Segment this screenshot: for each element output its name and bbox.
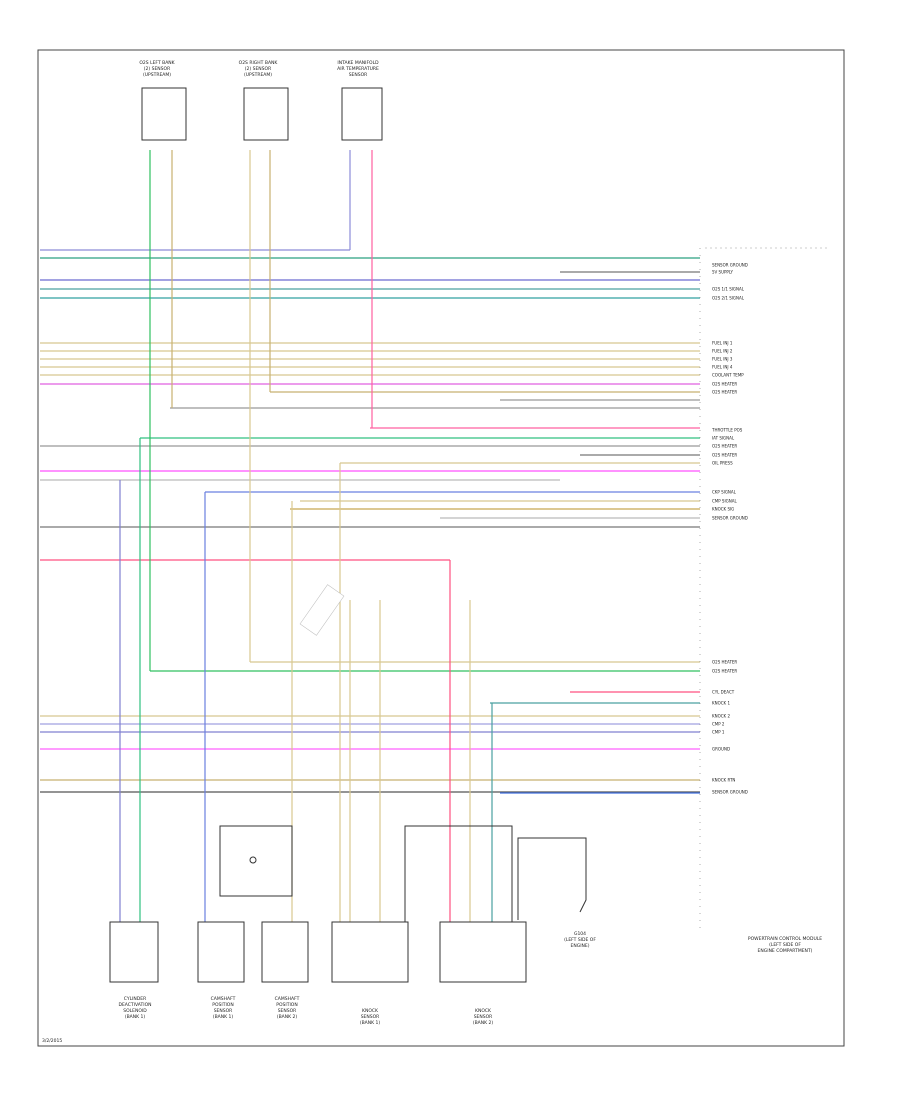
pcm-pin-label: CMP 2 xyxy=(712,722,725,727)
pcm-pin-label: O2S HEATER xyxy=(712,444,737,449)
svg-text:SOLENOID: SOLENOID xyxy=(123,1008,147,1014)
component-iat-sensor: INTAKE MANIFOLD AIR TEMPERATURE SENSOR xyxy=(337,60,383,141)
pcm-pin-label: KNOCK 2 xyxy=(712,714,730,719)
svg-text:(2) SENSOR: (2) SENSOR xyxy=(144,66,170,72)
svg-text:INTAKE MANIFOLD: INTAKE MANIFOLD xyxy=(337,60,379,66)
pcm-pin-label: IAT SIGNAL xyxy=(712,436,735,441)
svg-text:CAMSHAFT: CAMSHAFT xyxy=(275,996,300,1002)
pcm-pin-label: SENSOR GROUND xyxy=(712,516,748,521)
svg-text:SENSOR: SENSOR xyxy=(349,72,368,78)
pcm-pin-label: THROTTLE POS xyxy=(711,428,743,433)
pcm-pin-label: SENSOR GROUND xyxy=(712,790,748,795)
pcm-pin-label: 5V SUPPLY xyxy=(712,270,734,275)
component-o2s-right: O2S RIGHT BANK (2) SENSOR (UPSTREAM) xyxy=(239,60,289,141)
pcm-pin-label: FUEL INJ 4 xyxy=(712,365,733,370)
pcm-pin-label: O2S HEATER xyxy=(712,669,737,674)
component-cmp-bank2: CAMSHAFT POSITION SENSOR (BANK 2) xyxy=(261,921,309,1020)
pcm-pin-label: O2S HEATER xyxy=(712,390,737,395)
svg-text:POSITION: POSITION xyxy=(276,1002,297,1008)
svg-text:ENGINE COMPARTMENT): ENGINE COMPARTMENT) xyxy=(758,948,813,954)
pcm-pin-label: O2S 1/1 SIGNAL xyxy=(712,287,745,292)
pcm-pin-label: O2S HEATER xyxy=(712,382,737,387)
svg-text:SENSOR: SENSOR xyxy=(214,1008,233,1014)
pcm-pin-label: KNOCK 1 xyxy=(712,701,730,706)
svg-text:(LEFT SIDE OF: (LEFT SIDE OF xyxy=(769,942,801,948)
svg-text:(BANK 1): (BANK 1) xyxy=(125,1014,146,1020)
svg-text:(UPSTREAM): (UPSTREAM) xyxy=(143,72,171,78)
svg-text:SENSOR: SENSOR xyxy=(278,1008,297,1014)
pcm-pin-label: O2S HEATER xyxy=(712,453,737,458)
pcm-pin-label: FUEL INJ 1 xyxy=(712,341,733,346)
pcm-pin-label: OIL PRESS xyxy=(712,461,733,466)
svg-text:DEACTIVATION: DEACTIVATION xyxy=(118,1002,151,1008)
svg-text:POSITION: POSITION xyxy=(212,1002,233,1008)
svg-text:SENSOR: SENSOR xyxy=(361,1014,380,1020)
pcm-pin-label: SENSOR GROUND xyxy=(712,263,748,268)
svg-text:(UPSTREAM): (UPSTREAM) xyxy=(244,72,272,78)
svg-text:O2S LEFT BANK: O2S LEFT BANK xyxy=(139,60,175,66)
pcm-pin-label: KNOCK SIG xyxy=(712,507,734,512)
pcm-pin-label: COOLANT TEMP xyxy=(712,373,744,378)
svg-text:(BANK 2): (BANK 2) xyxy=(277,1014,298,1020)
pcm-connector xyxy=(699,247,830,930)
pcm-pin-label: FUEL INJ 3 xyxy=(712,357,733,362)
svg-text:CYLINDER: CYLINDER xyxy=(124,996,146,1002)
svg-text:CAMSHAFT: CAMSHAFT xyxy=(211,996,236,1002)
pcm-pin-label: GROUND xyxy=(712,747,730,752)
component-wires xyxy=(119,150,493,922)
svg-text:KNOCK: KNOCK xyxy=(475,1008,492,1014)
svg-text:(2) SENSOR: (2) SENSOR xyxy=(245,66,271,72)
pcm-pin-label: CMP SIGNAL xyxy=(712,499,737,504)
pcm-pin-label: CYL DEACT xyxy=(712,690,735,695)
diagram-frame xyxy=(37,49,845,1047)
component-ground: G104 (LEFT SIDE OF ENGINE) xyxy=(564,931,596,949)
pcm-pin-label: CKP SIGNAL xyxy=(712,490,737,495)
svg-text:ENGINE): ENGINE) xyxy=(571,943,590,949)
harness-wires xyxy=(40,249,700,794)
svg-text:(BANK 1): (BANK 1) xyxy=(213,1014,234,1020)
svg-text:AIR TEMPERATURE: AIR TEMPERATURE xyxy=(337,66,379,72)
pcm-pin-label: FUEL INJ 2 xyxy=(712,349,733,354)
pcm-pin-label: KNOCK RTN xyxy=(712,778,735,783)
svg-text:(BANK 2): (BANK 2) xyxy=(473,1020,494,1026)
pcm-pin-label: CMP 1 xyxy=(712,730,725,735)
component-knock-bank1: KNOCK SENSOR (BANK 1) xyxy=(331,921,409,1026)
svg-text:G104: G104 xyxy=(574,931,586,937)
svg-text:(BANK 1): (BANK 1) xyxy=(360,1020,381,1026)
component-cmp-bank1: CAMSHAFT POSITION SENSOR (BANK 1) xyxy=(197,921,245,1020)
component-o2s-left: O2S LEFT BANK (2) SENSOR (UPSTREAM) xyxy=(139,60,187,141)
pcm-label: POWERTRAIN CONTROL MODULE (LEFT SIDE OF … xyxy=(748,936,822,954)
svg-text:(LEFT SIDE OF: (LEFT SIDE OF xyxy=(564,937,596,943)
svg-text:SENSOR: SENSOR xyxy=(474,1014,493,1020)
svg-text:KNOCK: KNOCK xyxy=(362,1008,379,1014)
pcm-pin-label: O2S HEATER xyxy=(712,660,737,665)
svg-text:O2S RIGHT BANK: O2S RIGHT BANK xyxy=(239,60,279,66)
component-knock-bank2: KNOCK SENSOR (BANK 2) xyxy=(439,921,527,1026)
svg-text:POWERTRAIN CONTROL MODULE: POWERTRAIN CONTROL MODULE xyxy=(748,936,822,942)
pcm-pin-labels: SENSOR GROUND 5V SUPPLY O2S 1/1 SIGNAL O2S … xyxy=(711,263,748,795)
splice-label xyxy=(299,584,345,636)
component-cyl-deact: CYLINDER DEACTIVATION SOLENOID (BANK 1) xyxy=(109,921,159,1020)
pcm-pin-label: O2S 2/1 SIGNAL xyxy=(712,296,745,301)
diagram-id: 3/2/2015 xyxy=(42,1038,62,1044)
